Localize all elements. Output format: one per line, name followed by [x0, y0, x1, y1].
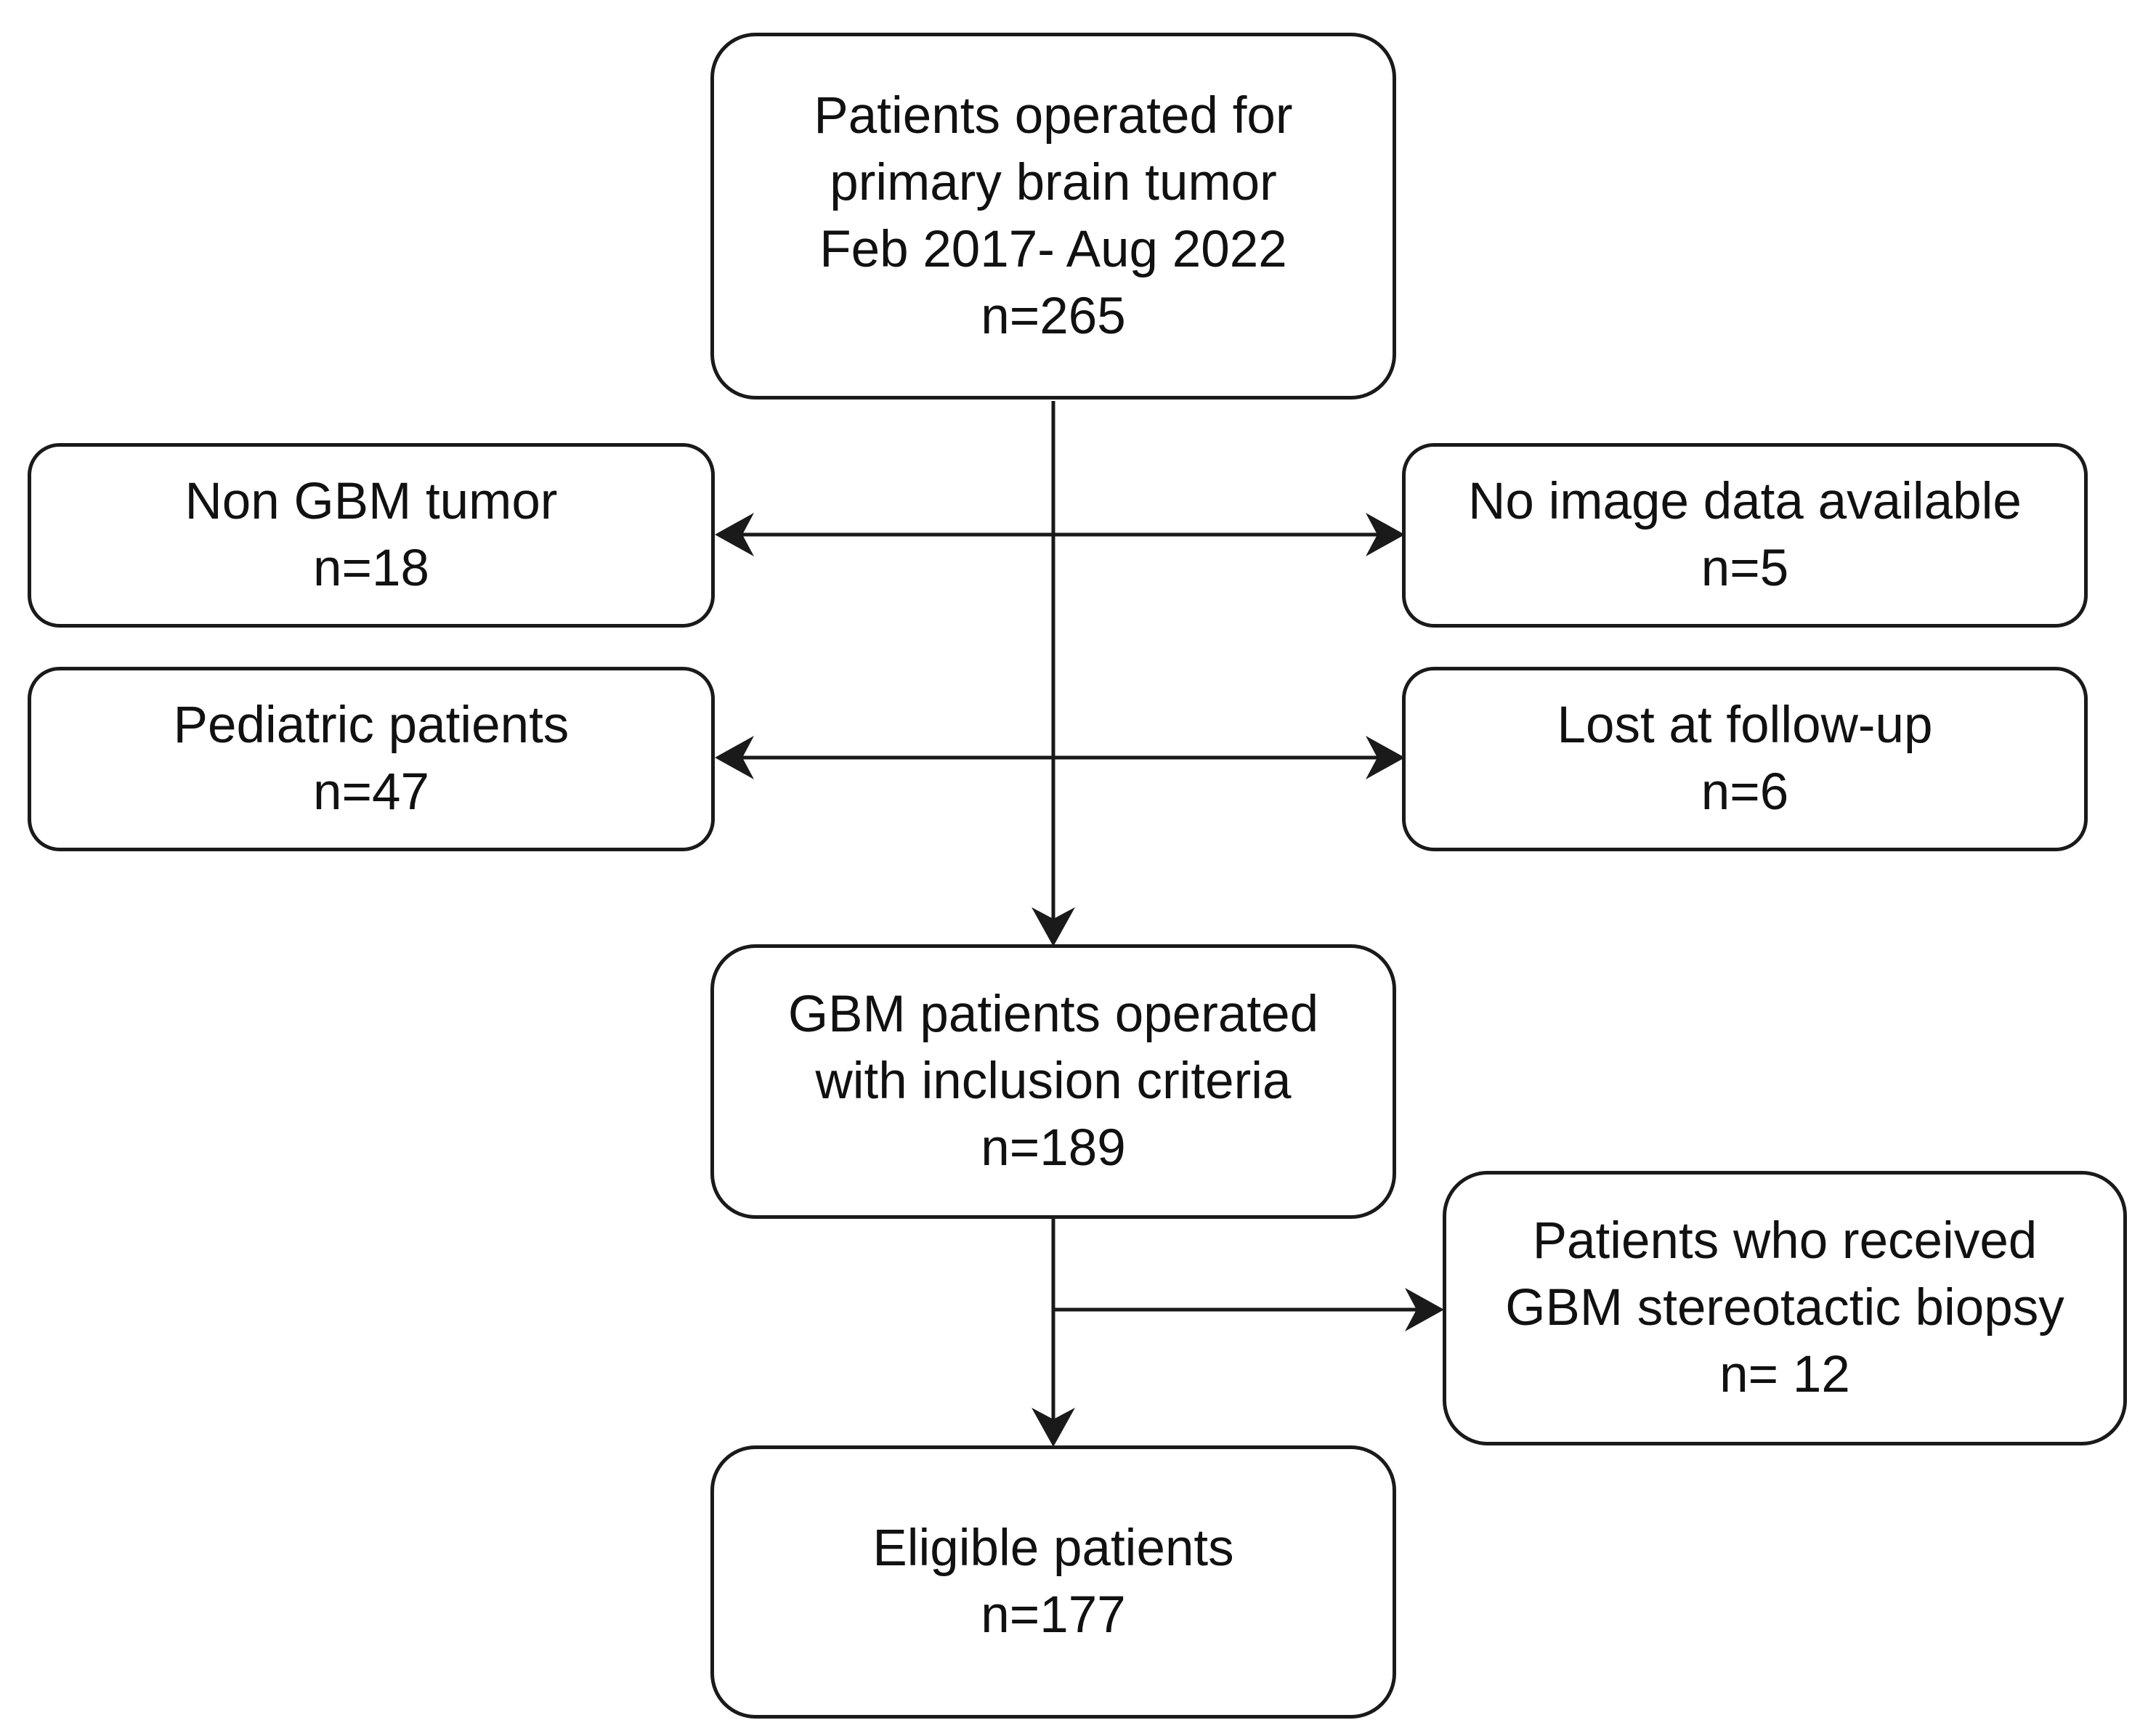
arrowhead-to-lost-followup: [1366, 736, 1405, 779]
lost-followup-count: n=6: [1701, 763, 1789, 821]
lost-followup-label: Lost at follow-up: [1557, 697, 1933, 754]
lost-followup-exclusion-box: Lost at follow-up n=6: [1402, 667, 2088, 851]
pediatric-label: Pediatric patients: [173, 697, 570, 754]
arrowhead-to-gbm-inclusion: [1032, 907, 1075, 946]
biopsy-line-2: GBM stereotactic biopsy: [1505, 1279, 2064, 1337]
biopsy-count: n= 12: [1719, 1346, 1850, 1403]
gbm-inclusion-line-2: with inclusion criteria: [815, 1052, 1292, 1110]
arrowhead-to-non-gbm: [715, 513, 754, 556]
eligible-label: Eligible patients: [872, 1520, 1234, 1577]
eligible-patients-box: Eligible patients n=177: [710, 1445, 1396, 1719]
pediatric-exclusion-box: Pediatric patients n=47: [28, 667, 715, 851]
gbm-inclusion-count: n=189: [981, 1119, 1126, 1177]
gbm-inclusion-line-1: GBM patients operated: [787, 986, 1319, 1043]
arrowhead-to-biopsy: [1405, 1288, 1444, 1331]
start-node-count: n=265: [981, 287, 1126, 345]
arrowhead-to-pediatric: [715, 736, 754, 779]
biopsy-line-1: Patients who received: [1532, 1212, 2038, 1270]
non-gbm-count: n=18: [313, 540, 429, 597]
arrowhead-to-eligible: [1032, 1408, 1075, 1447]
start-node-line-3: Feb 2017- Aug 2022: [819, 220, 1287, 278]
no-image-count: n=5: [1701, 540, 1789, 597]
start-node-line-1: Patients operated for: [814, 86, 1293, 145]
arrowhead-to-no-image: [1366, 513, 1405, 556]
gbm-inclusion-box: GBM patients operated with inclusion cri…: [710, 944, 1396, 1219]
non-gbm-label: Non GBM tumor: [185, 473, 558, 530]
eligible-count: n=177: [981, 1586, 1126, 1644]
no-image-label: No image data available: [1468, 473, 2022, 530]
start-node-line-2: primary brain tumor: [830, 153, 1277, 211]
no-image-exclusion-box: No image data available n=5: [1402, 443, 2088, 628]
pediatric-count: n=47: [313, 763, 429, 821]
non-gbm-exclusion-box: Non GBM tumor n=18: [28, 443, 715, 628]
biopsy-exclusion-box: Patients who received GBM stereotactic b…: [1443, 1171, 2127, 1445]
start-node-box: Patients operated for primary brain tumo…: [710, 33, 1396, 399]
